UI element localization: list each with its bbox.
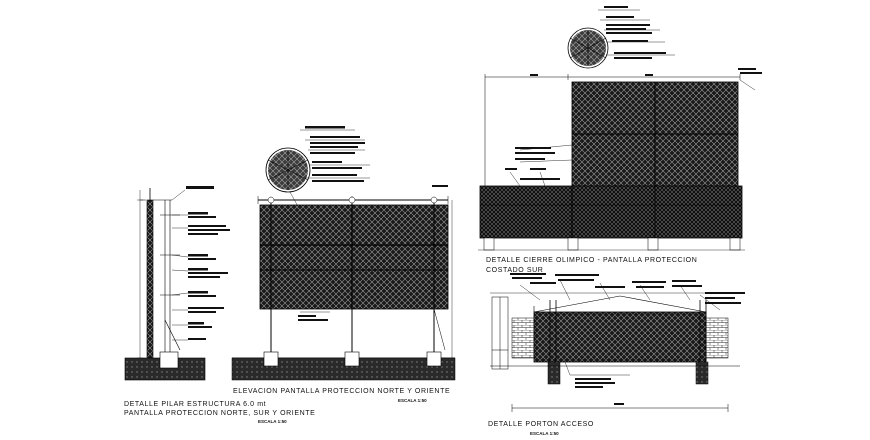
scale-elevation: ESCALA 1:50 [398, 398, 427, 403]
caption-pillar-line1: DETALLE PILAR ESTRUCTURA 6.0 mt [124, 401, 267, 408]
fence-south-drawing [478, 6, 762, 251]
caption-elevation: ELEVACION PANTALLA PROTECCION NORTE Y OR… [233, 388, 451, 395]
caption-fence-line1: DETALLE CIERRE OLIMPICO - PANTALLA PROTE… [486, 257, 698, 264]
elevation-screen-drawing [231, 126, 456, 381]
scale-pillar: ESCALA 1:50 [258, 419, 287, 424]
caption-gate: DETALLE PORTON ACCESO [488, 421, 594, 428]
gate-detail-drawing [490, 273, 745, 412]
pillar-detail-drawing [124, 186, 230, 381]
scale-gate: ESCALA 1:50 [530, 431, 559, 436]
pillar-annotation-text-blocks [186, 186, 230, 340]
caption-pillar-line2: PANTALLA PROTECCION NORTE, SUR Y ORIENTE [124, 410, 316, 417]
caption-fence-line2: COSTADO SUR [486, 267, 544, 274]
